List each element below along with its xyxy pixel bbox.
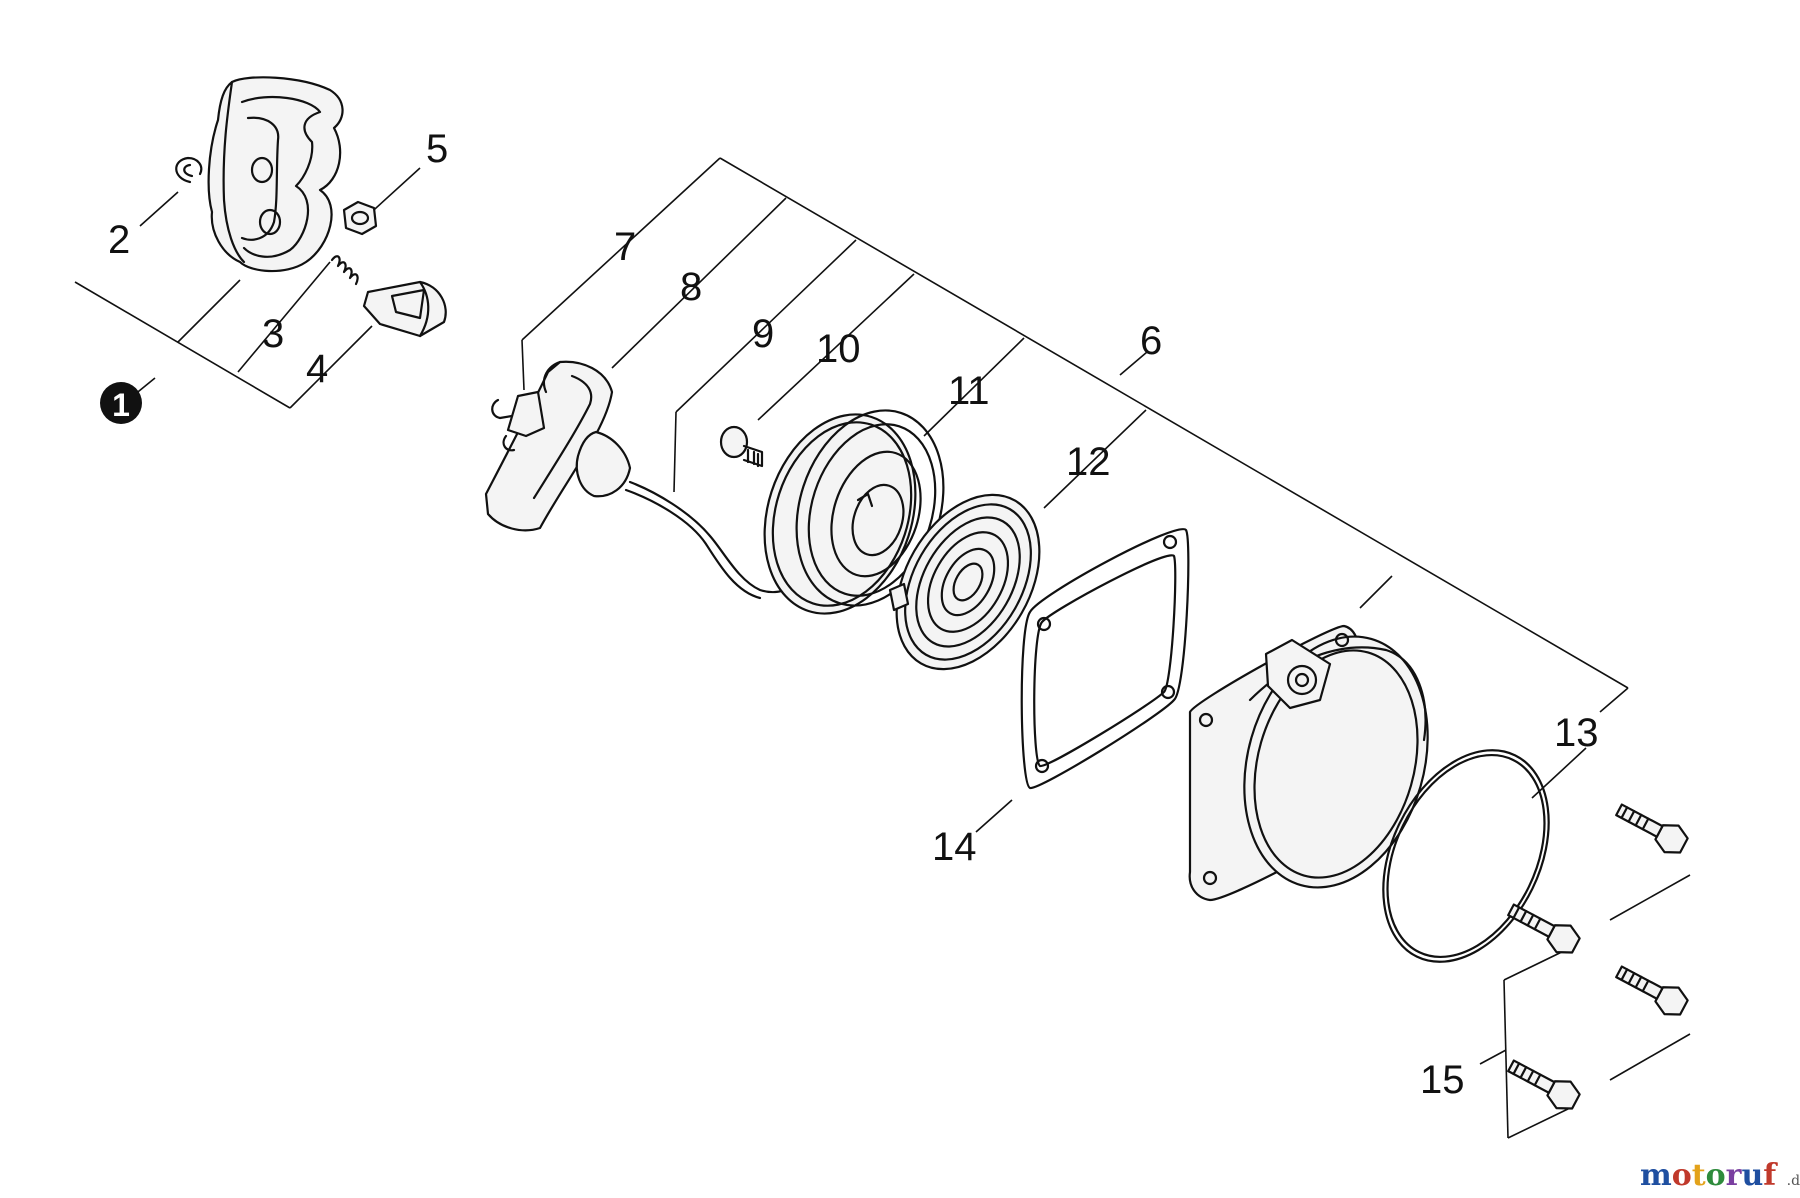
part-labels: 1 2 3 4 5 6 7 8 9 10 11 12 13 14 15 xyxy=(100,127,1599,1102)
watermark-letter: u xyxy=(1741,1158,1763,1193)
motoruf-watermark: motoruf .de xyxy=(1640,1158,1800,1193)
screw-part-10 xyxy=(719,425,764,468)
housing-bracket-part-1 xyxy=(207,76,344,273)
label-part-2: 2 xyxy=(108,218,130,262)
label-part-4: 4 xyxy=(306,347,328,391)
watermark-letter: m xyxy=(1640,1158,1672,1193)
label-part-14: 14 xyxy=(932,825,977,869)
label-part-3: 3 xyxy=(262,312,284,356)
screws-part-15 xyxy=(1507,803,1689,1110)
starter-handle-part-8 xyxy=(484,360,614,532)
label-part-6: 6 xyxy=(1140,319,1162,363)
starter-rope-part-9 xyxy=(575,430,796,600)
starter-housing-part-6 xyxy=(1188,624,1429,902)
pawl-part-4 xyxy=(362,280,447,338)
label-part-15: 15 xyxy=(1420,1058,1465,1102)
rope-pulley-part-11 xyxy=(763,409,945,615)
label-part-12: 12 xyxy=(1066,440,1111,484)
label-part-11: 11 xyxy=(948,369,990,413)
rewind-spring-part-12 xyxy=(888,493,1041,671)
watermark-suffix: .de xyxy=(1787,1173,1800,1189)
label-part-9: 9 xyxy=(752,312,774,356)
label-part-10: 10 xyxy=(816,327,861,371)
watermark-letter: r xyxy=(1726,1158,1743,1193)
nut-part-5 xyxy=(342,200,378,236)
watermark-letter: o xyxy=(1672,1158,1692,1193)
watermark-letter: t xyxy=(1692,1158,1706,1193)
watermark-letter: f xyxy=(1763,1158,1778,1193)
svg-text:motoruf .de: motoruf .de xyxy=(1640,1158,1800,1193)
circlip-part-2 xyxy=(175,156,203,184)
o-ring-part-13 xyxy=(1382,749,1550,963)
label-part-5: 5 xyxy=(426,127,448,171)
callout-1-badge xyxy=(100,382,142,424)
label-part-7: 7 xyxy=(614,225,636,269)
gasket-part-14 xyxy=(1020,528,1190,790)
leader-lines xyxy=(74,157,1691,1139)
callout-1-text: 1 xyxy=(112,387,130,423)
label-part-8: 8 xyxy=(680,265,702,309)
watermark-brand: motoruf xyxy=(1640,1158,1778,1193)
label-part-13: 13 xyxy=(1554,711,1599,755)
spring-part-3 xyxy=(330,255,359,286)
watermark-letter: o xyxy=(1706,1158,1726,1193)
